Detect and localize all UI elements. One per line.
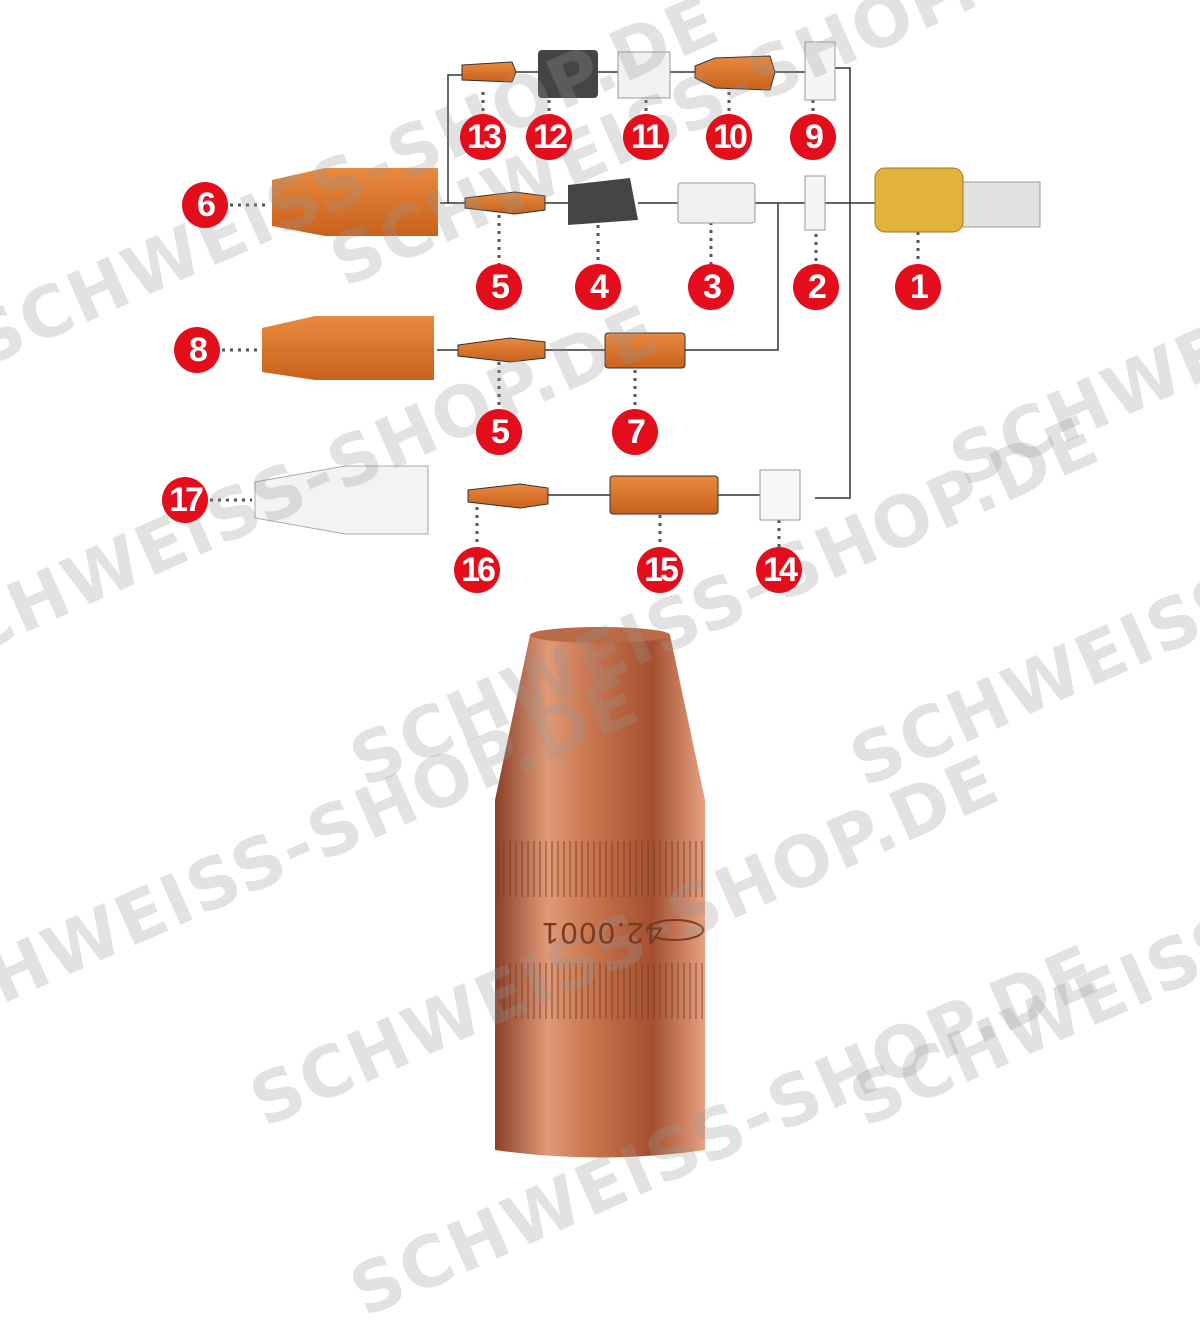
part-1-cable <box>959 181 1041 228</box>
part-9 <box>804 41 836 101</box>
connector-lines <box>437 67 875 499</box>
part-5b <box>457 337 546 363</box>
callout-12: 12 <box>526 114 572 160</box>
part-11 <box>617 51 671 99</box>
callout-16: 16 <box>454 547 500 593</box>
part-2 <box>804 175 826 231</box>
part-4 <box>568 178 638 225</box>
callout-14: 14 <box>756 547 802 593</box>
part-6 <box>272 168 438 236</box>
part-17 <box>254 465 429 535</box>
nozzle-engraving: 42.0001 <box>540 916 663 949</box>
part-10 <box>694 55 776 91</box>
callout-7: 7 <box>612 409 658 455</box>
exploded-parts-diagram <box>210 41 1041 1158</box>
callout-leaders <box>210 92 920 547</box>
callout-15: 15 <box>637 547 683 593</box>
callout-5: 5 <box>476 264 522 310</box>
part-14 <box>759 469 801 521</box>
callout-11: 11 <box>623 114 669 160</box>
callout-6: 6 <box>182 182 228 228</box>
part-5 <box>464 191 546 215</box>
callout-1: 1 <box>895 264 941 310</box>
callout-17: 17 <box>162 477 208 523</box>
gas-nozzle-photo <box>495 627 705 1158</box>
callout-10: 10 <box>706 114 752 160</box>
callout-3: 3 <box>688 264 734 310</box>
part-16 <box>467 483 549 509</box>
callout-2: 2 <box>793 264 839 310</box>
part-8 <box>262 316 434 380</box>
part-1 <box>874 167 964 233</box>
callout-5b: 5 <box>476 409 522 455</box>
callout-9: 9 <box>790 114 836 160</box>
callout-8: 8 <box>174 327 220 373</box>
callout-4: 4 <box>575 264 621 310</box>
part-12 <box>538 50 598 98</box>
part-3 <box>677 182 756 224</box>
part-7 <box>604 332 686 369</box>
part-13 <box>461 61 517 83</box>
callout-13: 13 <box>460 114 506 160</box>
part-15 <box>609 475 719 515</box>
